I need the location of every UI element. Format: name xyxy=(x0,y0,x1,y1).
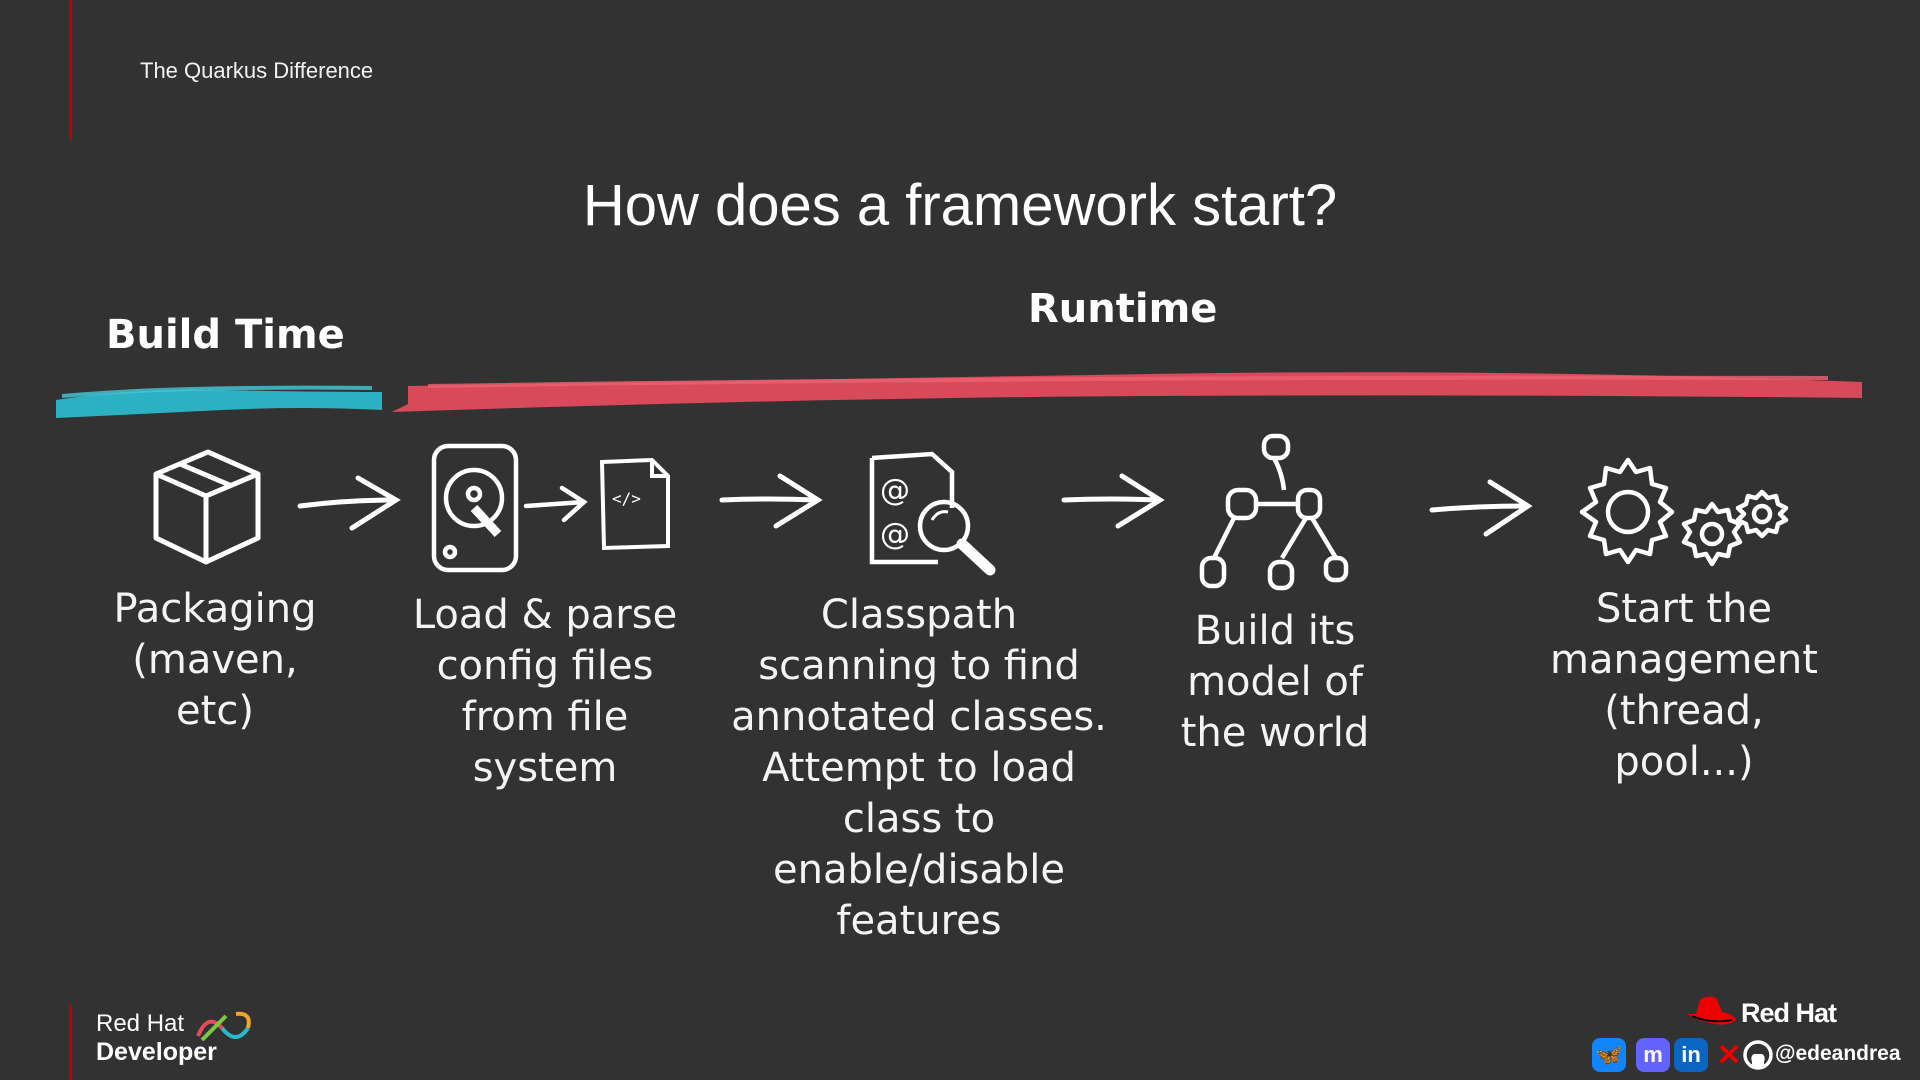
redhat-hat-logo xyxy=(1688,996,1736,1025)
small-arrow-icon xyxy=(523,485,588,523)
slide-section-label: The Quarkus Difference xyxy=(140,58,374,83)
arrow-icon xyxy=(297,475,401,531)
annotation-search-icon: @ @ xyxy=(869,451,996,576)
slide-title: How does a framework start? xyxy=(582,173,1338,238)
brand-line1: Red Hat xyxy=(96,1010,185,1037)
redhat-developer-logo: Red Hat Developer xyxy=(96,1010,217,1067)
svg-text:@: @ xyxy=(880,473,910,508)
code-file-icon: </> xyxy=(599,457,670,551)
arrow-icon xyxy=(1061,473,1165,529)
step-model-text: Build its model of the world xyxy=(1180,608,1370,756)
runtime-label: Runtime xyxy=(1028,286,1218,332)
redhat-wordmark: Red Hat xyxy=(1741,998,1837,1028)
top-accent-line xyxy=(69,0,72,140)
tree-graph-icon xyxy=(1199,433,1349,591)
developer-infinity-icon xyxy=(196,1011,251,1042)
svg-text:@: @ xyxy=(880,517,910,552)
bottom-accent-line xyxy=(69,1005,72,1080)
runtime-stroke xyxy=(392,372,1862,412)
step-packaging-text: Packaging (maven, etc) xyxy=(113,586,317,734)
linkedin-icon[interactable]: in xyxy=(1674,1038,1708,1072)
step-classpath-text: Classpath scanning to find annotated cla… xyxy=(731,592,1107,944)
hard-drive-icon xyxy=(431,443,519,573)
social-handle[interactable]: @edeandrea xyxy=(1775,1042,1901,1065)
package-box-icon xyxy=(153,449,261,565)
gears-icon xyxy=(1579,457,1789,567)
arrow-icon xyxy=(719,473,823,529)
step-config-text: Load & parse config files from file syst… xyxy=(412,592,678,791)
mastodon-icon[interactable]: m xyxy=(1636,1038,1670,1072)
build-time-label: Build Time xyxy=(106,312,345,358)
svg-text:</>: </> xyxy=(612,489,641,508)
arrow-icon xyxy=(1429,479,1533,537)
step-management-text: Start the management (thread, pool...) xyxy=(1550,586,1818,785)
github-icon[interactable] xyxy=(1742,1038,1774,1072)
brand-line2: Developer xyxy=(96,1038,217,1066)
bluesky-icon[interactable]: 🦋 xyxy=(1592,1038,1626,1072)
x-icon[interactable]: ✕ xyxy=(1716,1038,1742,1072)
build-time-stroke xyxy=(56,385,382,418)
